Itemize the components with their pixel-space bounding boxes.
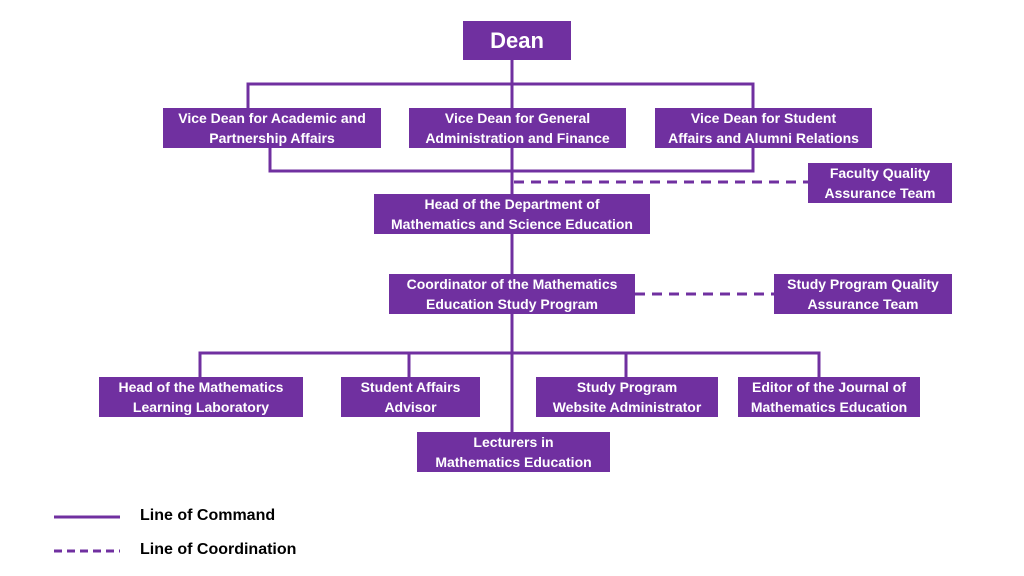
node-label-line: Education Study Program xyxy=(426,296,598,312)
node-head-of-department: Head of the Department of Mathematics and… xyxy=(374,194,650,234)
node-label-line: Website Administrator xyxy=(552,399,702,415)
node-label-line: Vice Dean for Student xyxy=(690,110,837,126)
node-label-line: Administration and Finance xyxy=(425,130,610,146)
legend-coordination-label: Line of Coordination xyxy=(140,541,297,558)
node-label-line: Mathematics Education xyxy=(435,454,592,470)
node-label-line: Head of the Department of xyxy=(424,196,600,212)
edge-coordinator-to-staff xyxy=(198,314,821,432)
node-label-line: Coordinator of the Mathematics xyxy=(406,276,618,292)
legend-command-label: Line of Command xyxy=(140,507,276,524)
node-label-line: Vice Dean for General xyxy=(444,110,591,126)
edge-dean-to-vice-deans xyxy=(246,60,755,108)
node-journal-editor: Editor of the Journal of Mathematics Educ… xyxy=(738,377,920,417)
node-label-line: Study Program Quality xyxy=(787,276,939,292)
node-label-line: Assurance Team xyxy=(807,296,919,312)
edge-vice-deans-to-head-dept xyxy=(268,148,755,194)
node-label-line: Partnership Affairs xyxy=(209,130,335,146)
node-label-line: Mathematics and Science Education xyxy=(391,216,633,232)
node-label-line: Student Affairs xyxy=(360,379,461,395)
node-label-line: Assurance Team xyxy=(824,185,936,201)
node-label-line: Advisor xyxy=(384,399,437,415)
node-label-line: Vice Dean for Academic and xyxy=(178,110,366,126)
node-label-line: Head of the Mathematics xyxy=(118,379,284,395)
node-label-line: Editor of the Journal of xyxy=(752,379,906,395)
node-label-line: Study Program xyxy=(576,379,678,395)
node-label-line: Faculty Quality xyxy=(829,165,931,181)
node-label-line: Mathematics Education xyxy=(750,399,908,415)
node-dean: Dean xyxy=(463,21,571,60)
node-label-line: Lecturers in xyxy=(473,434,554,450)
node-lecturers: Lecturers in Mathematics Education xyxy=(417,432,610,472)
node-label-line: Dean xyxy=(490,27,544,53)
node-label-line: Affairs and Alumni Relations xyxy=(668,130,859,146)
node-label-line: Learning Laboratory xyxy=(132,399,270,415)
